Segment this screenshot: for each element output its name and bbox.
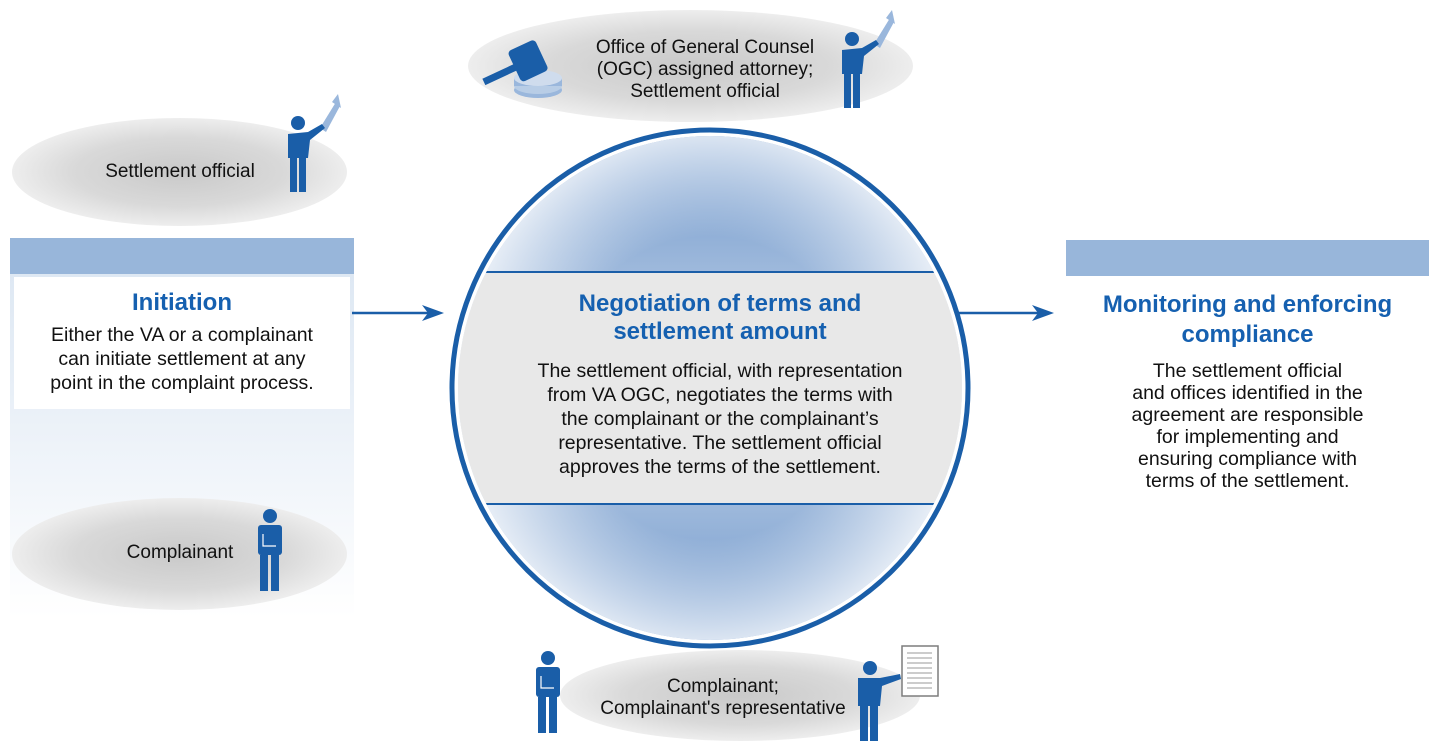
monitoring-body-line: for implementing and bbox=[1156, 426, 1339, 448]
monitoring-body-line: The settlement official bbox=[1152, 360, 1343, 382]
complainant-bottom-label-line: Complainant's representative bbox=[600, 698, 846, 719]
monitoring-body-line: terms of the settlement. bbox=[1145, 470, 1350, 492]
person-standing-icon bbox=[258, 509, 282, 591]
arrow-right-icon bbox=[958, 305, 1054, 321]
monitoring-body-line: agreement are responsible bbox=[1131, 404, 1364, 426]
negotiation-title-line: settlement amount bbox=[613, 318, 827, 345]
negotiation-title: Negotiation of terms and settlement amou… bbox=[470, 290, 970, 346]
negotiation-body-line: from VA OGC, negotiates the terms with bbox=[547, 384, 893, 406]
settlement-official-label: Settlement official bbox=[105, 161, 255, 182]
negotiation-body-line: approves the terms of the settlement. bbox=[559, 456, 881, 478]
monitoring-header-bar bbox=[1066, 240, 1429, 276]
monitoring-title-line: compliance bbox=[1181, 321, 1314, 348]
ogc-label-line: (OGC) assigned attorney; bbox=[596, 59, 814, 80]
ogc-label: Office of General Counsel (OGC) assigned… bbox=[560, 37, 850, 103]
negotiation-circle bbox=[449, 127, 971, 649]
person-standing-icon bbox=[536, 651, 560, 733]
person-pointing-icon bbox=[842, 10, 895, 108]
ogc-label-line: Office of General Counsel bbox=[595, 37, 815, 58]
negotiation-title-line: Negotiation of terms and bbox=[578, 290, 862, 317]
arrow-right-icon bbox=[352, 305, 444, 321]
gavel-icon bbox=[482, 40, 562, 98]
negotiation-body: The settlement official, with representa… bbox=[470, 359, 970, 479]
initiation-body-line: can initiate settlement at any bbox=[58, 348, 306, 370]
negotiation-body-line: The settlement official, with representa… bbox=[537, 360, 903, 382]
monitoring-body-line: and offices identified in the bbox=[1132, 382, 1363, 404]
negotiation-body-line: representative. The settlement official bbox=[558, 432, 882, 454]
complainant-bottom-label: Complainant; Complainant's representativ… bbox=[578, 676, 868, 720]
initiation-title: Initiation bbox=[132, 289, 232, 316]
initiation-header-bar bbox=[10, 238, 354, 274]
complainant-left-shadow bbox=[12, 498, 347, 610]
ogc-label-line: Settlement official bbox=[630, 81, 780, 102]
initiation-body-line: Either the VA or a complainant bbox=[51, 324, 313, 346]
monitoring-title: Monitoring and enforcing compliance bbox=[1066, 290, 1429, 350]
negotiation-body-line: the complainant or the complainant’s bbox=[561, 408, 879, 430]
complainant-left-label: Complainant bbox=[126, 542, 234, 563]
monitoring-body: The settlement official and offices iden… bbox=[1066, 360, 1429, 492]
initiation-body: Either the VA or a complainant can initi… bbox=[14, 323, 350, 395]
complainant-bottom-label-line: Complainant; bbox=[667, 676, 779, 697]
initiation-body-line: point in the complaint process. bbox=[50, 372, 314, 394]
initiation-box: Initiation Either the VA or a complainan… bbox=[14, 277, 350, 409]
person-document-icon bbox=[858, 645, 939, 741]
person-pointing-icon bbox=[288, 94, 341, 192]
monitoring-body-line: ensuring compliance with bbox=[1138, 448, 1357, 470]
monitoring-title-line: Monitoring and enforcing bbox=[1102, 291, 1393, 318]
